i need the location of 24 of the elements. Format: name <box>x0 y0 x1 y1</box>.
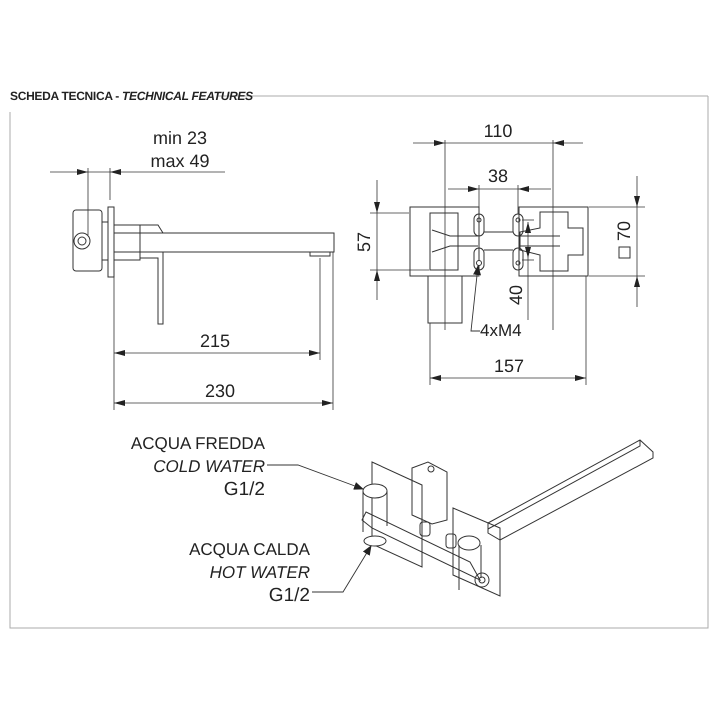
thread-size-text: G1/2 <box>222 478 265 501</box>
dimension-label: min 23 <box>152 129 208 147</box>
dimension-label: 157 <box>494 357 524 375</box>
dimension-label: 215 <box>200 332 230 350</box>
screw-hole <box>476 260 482 266</box>
dimension-label: 230 <box>204 382 236 400</box>
leader-line <box>470 265 482 332</box>
dimension-label: 70 <box>615 220 633 242</box>
thread-size-text: G1/2 <box>268 584 310 607</box>
dimension-label: 57 <box>355 232 373 252</box>
callout-text: HOT WATER <box>208 562 310 584</box>
section-title: SCHEDA TECNICA - TECHNICAL FEATURES <box>10 89 253 103</box>
callout-text: 4xM4 <box>480 322 522 339</box>
inlet-pipe <box>362 484 388 532</box>
callout-text: ACQUA FREDDA <box>130 433 265 455</box>
callout-text: COLD WATER <box>152 456 265 478</box>
dimension-label: 40 <box>507 284 525 306</box>
inlet-opening <box>364 536 386 546</box>
callout-text: ACQUA CALDA <box>189 539 310 561</box>
leader-line <box>266 464 364 490</box>
dimension-label: 38 <box>488 167 508 185</box>
dimension-label: max 49 <box>150 152 210 170</box>
dimension-label: 110 <box>484 122 512 140</box>
leader-line <box>312 545 372 592</box>
